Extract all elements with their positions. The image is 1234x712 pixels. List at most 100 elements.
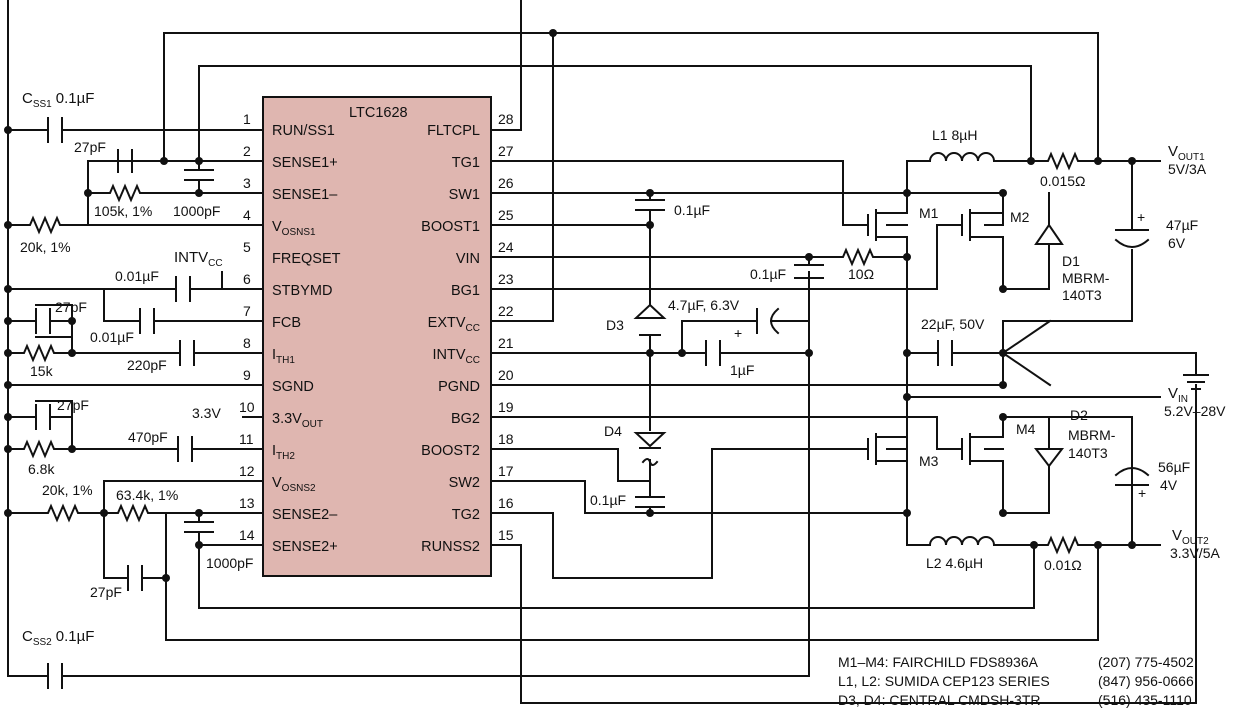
ic-pin-number: 18	[498, 431, 514, 447]
ic-pin-number: 7	[243, 303, 251, 319]
ic-pin-name: VOSNS2	[272, 475, 316, 494]
m2-label: M2	[1010, 209, 1030, 225]
ic-pin-number: 28	[498, 111, 514, 127]
l1-label: L1 8µH	[932, 127, 977, 143]
c56uf-v-label: 4V	[1160, 477, 1178, 493]
ic-pin-name: INTVCC	[433, 347, 480, 366]
ic-pin-name: RUNSS2	[421, 539, 480, 555]
ic-pin-name: ITH1	[272, 347, 295, 366]
d2-label: D2	[1070, 407, 1088, 423]
c47uf-v-label: 6V	[1168, 235, 1186, 251]
c001-b-label: 0.01µF	[90, 329, 134, 345]
c27pf-d-label: 27pF	[90, 584, 122, 600]
ic-name: LTC1628	[349, 105, 408, 121]
c01-boost1-label: 0.1µF	[674, 202, 710, 218]
c01-boost2-label: 0.1µF	[590, 492, 626, 508]
c1000pf-bot-label: 1000pF	[206, 555, 253, 571]
ic-pin-number: 26	[498, 175, 514, 191]
ic-pin-name: BOOST2	[421, 443, 480, 459]
ic-pin-name: PGND	[438, 379, 480, 395]
d1-part-2: 140T3	[1062, 287, 1102, 303]
left-pin-group: 1RUN/SS12SENSE1+3SENSE1–4VOSNS15FREQSET6…	[239, 111, 341, 555]
ic-pin-number: 4	[243, 207, 251, 223]
ic-pin-name: STBYMD	[272, 283, 332, 299]
r68k-label: 6.8k	[28, 461, 55, 477]
c27pf-b-label: 27pF	[55, 299, 87, 315]
ic-pin-name: RUN/SS1	[272, 123, 335, 139]
d1-part-1: MBRM-	[1062, 270, 1110, 286]
vout1-value: 5V/3A	[1168, 161, 1207, 177]
ic-pin-name: SENSE2+	[272, 539, 338, 555]
ic-pin-number: 21	[498, 335, 514, 351]
ic-pin-name: EXTVCC	[428, 315, 480, 334]
c01-vin-label: 0.1µF	[750, 266, 786, 282]
ic-pin-number: 6	[243, 271, 251, 287]
c27pf-c-label: 27pF	[57, 397, 89, 413]
ic-pin-name: SENSE1+	[272, 155, 338, 171]
intvcc-label: INTVCC	[174, 249, 223, 269]
vin-label: VIN	[1168, 385, 1188, 405]
r634k-label: 63.4k, 1%	[116, 487, 178, 503]
m3-label: M3	[919, 453, 939, 469]
ic-pin-name: BOOST1	[421, 219, 480, 235]
ic-pin-number: 15	[498, 527, 514, 543]
ic-pin-name: BG2	[451, 411, 480, 427]
ic-pin-number: 16	[498, 495, 514, 511]
right-pin-group: 28FLTCPL27TG126SW125BOOST124VIN23BG122EX…	[421, 111, 514, 555]
m1-label: M1	[919, 205, 939, 221]
d1-label: D1	[1062, 253, 1080, 269]
d4-label: D4	[604, 423, 622, 439]
c220pf-label: 220pF	[127, 357, 167, 373]
note-part: M1–M4: FAIRCHILD FDS8936A	[838, 654, 1039, 670]
ic-pin-name: SW2	[449, 475, 480, 491]
ic-pin-number: 13	[239, 495, 255, 511]
ic-pin-name: VIN	[456, 251, 480, 267]
plus-sign-1: +	[734, 325, 742, 341]
note-phone: (516) 435-1110	[1098, 692, 1192, 708]
ic-pin-number: 27	[498, 143, 514, 159]
vout2-value: 3.3V/5A	[1170, 545, 1220, 561]
note-part: L1, L2: SUMIDA CEP123 SERIES	[838, 673, 1050, 689]
ic-pin-name: SENSE1–	[272, 187, 338, 203]
ic-pin-name: VOSNS1	[272, 219, 316, 238]
r105k-label: 105k, 1%	[94, 203, 152, 219]
ic-pin-number: 23	[498, 271, 514, 287]
ic-pin-number: 2	[243, 143, 251, 159]
vout1-label: VOUT1	[1168, 143, 1205, 163]
r20k-top-label: 20k, 1%	[20, 239, 71, 255]
d3-label: D3	[606, 317, 624, 333]
junction-dots	[4, 29, 1136, 582]
ic-body	[262, 96, 492, 577]
m4-label: M4	[1016, 421, 1036, 437]
ic-pin-number: 10	[239, 399, 255, 415]
ic-pin-number: 20	[498, 367, 514, 383]
c470pf-label: 470pF	[128, 429, 168, 445]
vin-value: 5.2V–28V	[1164, 403, 1226, 419]
ic-pin-number: 11	[239, 431, 254, 447]
ic-pin-number: 5	[243, 239, 251, 255]
r20k-bot-label: 20k, 1%	[42, 482, 93, 498]
ic-pin-number: 3	[243, 175, 251, 191]
c001-a-label: 0.01µF	[115, 268, 159, 284]
ic-pin-number: 14	[239, 527, 255, 543]
r001-label: 0.01Ω	[1044, 557, 1082, 573]
d2-part-2: 140T3	[1068, 445, 1108, 461]
ic-pin-name: TG2	[452, 507, 480, 523]
ic-pin-number: 19	[498, 399, 514, 415]
ic-pin-name: SENSE2–	[272, 507, 338, 523]
ic-pin-name: FREQSET	[272, 251, 341, 267]
c56uf-label: 56µF	[1158, 459, 1190, 475]
r15k-label: 15k	[30, 363, 54, 379]
d2-part-1: MBRM-	[1068, 427, 1116, 443]
note-phone: (847) 956-0666	[1098, 673, 1194, 689]
left-network	[7, 0, 1197, 704]
ic-pin-name: TG1	[452, 155, 480, 171]
ic-pin-number: 12	[239, 463, 255, 479]
c1uf-label: 1µF	[730, 362, 754, 378]
vout2-label: VOUT2	[1172, 527, 1209, 547]
parts-notes: M1–M4: FAIRCHILD FDS8936A(207) 775-4502L…	[838, 654, 1194, 708]
v33-label: 3.3V	[192, 405, 221, 421]
c1000pf-top-label: 1000pF	[173, 203, 220, 219]
